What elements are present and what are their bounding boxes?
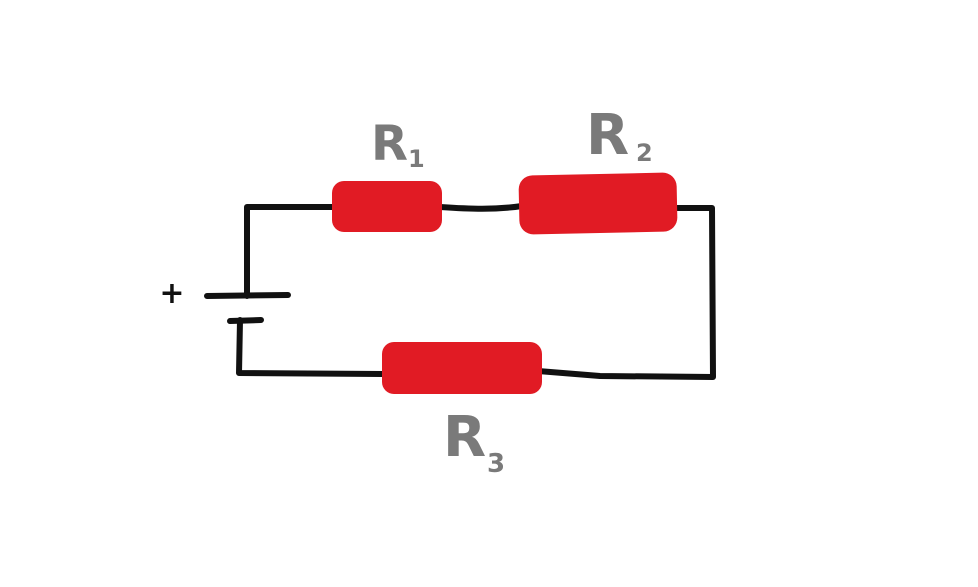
label-r1-subscript: 1 [408, 145, 425, 173]
resistor-labels: R 1 R 2 R 3 [371, 103, 653, 479]
label-r2: R 2 [586, 103, 653, 168]
wire-r1-r2 [437, 203, 525, 212]
label-r2-subscript: 2 [636, 139, 653, 167]
resistor-r2 [518, 172, 678, 235]
battery-long-plate [204, 292, 291, 299]
battery-symbol: + [159, 276, 291, 324]
wire-top-left [244, 204, 337, 299]
battery-short-plate [227, 317, 264, 324]
resistor-r1 [332, 181, 442, 232]
label-r3-letter: R [443, 405, 486, 470]
label-r1: R 1 [371, 116, 425, 173]
label-r2-letter: R [586, 103, 629, 168]
label-r1-letter: R [371, 116, 408, 172]
wires [236, 203, 716, 380]
wire-right [535, 205, 716, 380]
battery-plus-label: + [159, 276, 184, 311]
resistor-r3 [382, 342, 542, 394]
wire-bottom-left [236, 317, 387, 377]
label-r3-subscript: 3 [487, 449, 505, 479]
resistors [332, 172, 678, 394]
label-r3: R 3 [443, 405, 505, 479]
